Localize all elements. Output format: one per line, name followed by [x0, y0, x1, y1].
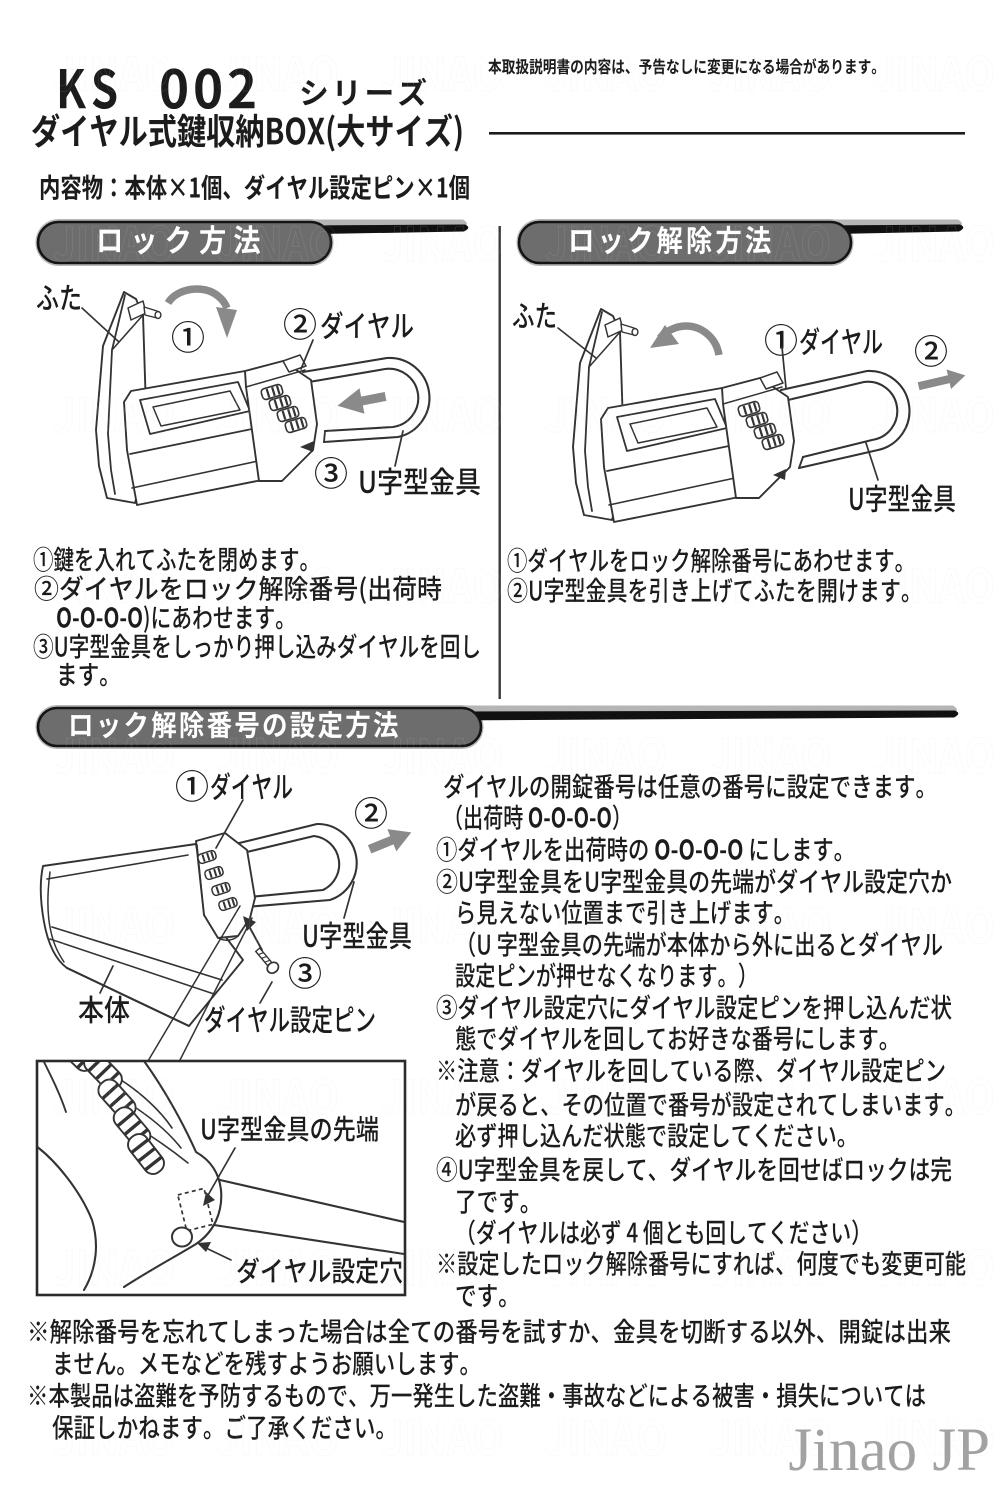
svg-text:Jinao JP: Jinao JP: [788, 1417, 990, 1484]
